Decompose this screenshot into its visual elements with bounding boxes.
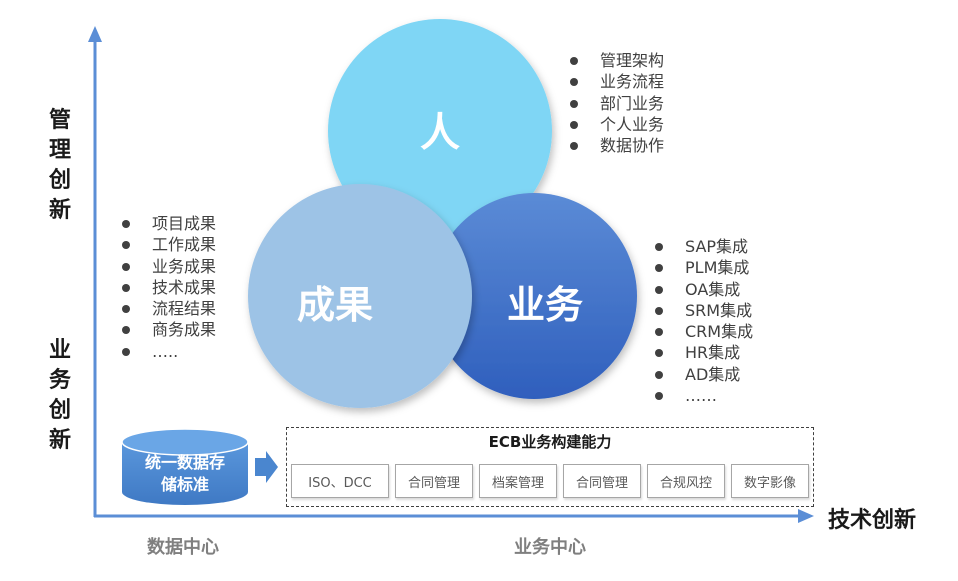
list-item: 项目成果 bbox=[118, 213, 216, 234]
list-item: 工作成果 bbox=[118, 234, 216, 255]
list-item: 业务流程 bbox=[566, 71, 664, 92]
y-axis-label-management: 管理创新 bbox=[45, 76, 75, 256]
list-item: 流程结果 bbox=[118, 298, 216, 319]
results-list: 项目成果 工作成果 业务成果 技术成果 流程结果 商务成果 ….. bbox=[118, 213, 216, 362]
business-circle bbox=[431, 193, 637, 399]
person-circle-label: 人 bbox=[420, 110, 460, 156]
list-item: 部门业务 bbox=[566, 93, 664, 114]
list-item: 数据协作 bbox=[566, 135, 664, 156]
x-axis-sublabel-business-center: 业务中心 bbox=[514, 537, 586, 558]
results-circle bbox=[248, 184, 472, 408]
list-item: 商务成果 bbox=[118, 319, 216, 340]
business-list: SAP集成 PLM集成 OA集成 SRM集成 CRM集成 HR集成 AD集成 …… bbox=[651, 236, 753, 406]
ecb-item-archive: 档案管理 bbox=[479, 464, 557, 498]
ecb-item-contract: 合同管理 bbox=[395, 464, 473, 498]
arrow-right-icon bbox=[255, 451, 278, 483]
list-item: SRM集成 bbox=[651, 300, 753, 321]
ecb-title: ECB业务构建能力 bbox=[488, 433, 612, 451]
y-axis bbox=[88, 26, 102, 517]
results-circle-label: 成果 bbox=[296, 283, 373, 327]
ecb-item-iso-dcc: ISO、DCC bbox=[291, 464, 389, 498]
x-axis bbox=[94, 509, 814, 523]
list-item: 业务成果 bbox=[118, 256, 216, 277]
list-item: SAP集成 bbox=[651, 236, 753, 257]
database-label: 统一数据存 储标准 bbox=[144, 453, 225, 494]
list-item: 技术成果 bbox=[118, 277, 216, 298]
business-circle-label: 业务 bbox=[506, 283, 583, 327]
y-axis-label-business: 业务创新 bbox=[45, 306, 75, 486]
list-item: PLM集成 bbox=[651, 257, 753, 278]
list-item: HR集成 bbox=[651, 342, 753, 363]
list-item: ….. bbox=[118, 341, 216, 362]
list-item: 管理架构 bbox=[566, 50, 664, 71]
list-item: CRM集成 bbox=[651, 321, 753, 342]
person-list: 管理架构 业务流程 部门业务 个人业务 数据协作 bbox=[566, 50, 664, 156]
database-cylinder-icon bbox=[121, 428, 249, 505]
list-item: OA集成 bbox=[651, 279, 753, 300]
y-axis-char: 管理创新 bbox=[48, 108, 71, 223]
x-axis-sublabel-data-center: 数据中心 bbox=[147, 537, 219, 558]
ecb-item-imaging: 数字影像 bbox=[731, 464, 809, 498]
x-axis-label-tech: 技术创新 bbox=[828, 508, 917, 533]
ecb-item-contract-2: 合同管理 bbox=[563, 464, 641, 498]
ecb-item-compliance: 合规风控 bbox=[647, 464, 725, 498]
list-item: 个人业务 bbox=[566, 114, 664, 135]
list-item: AD集成 bbox=[651, 364, 753, 385]
y-axis-char: 业务创新 bbox=[48, 338, 71, 453]
list-item: …… bbox=[651, 385, 753, 406]
ecb-capability-box: ECB业务构建能力 ISO、DCC 合同管理 档案管理 合同管理 合规风控 数字… bbox=[286, 427, 814, 507]
